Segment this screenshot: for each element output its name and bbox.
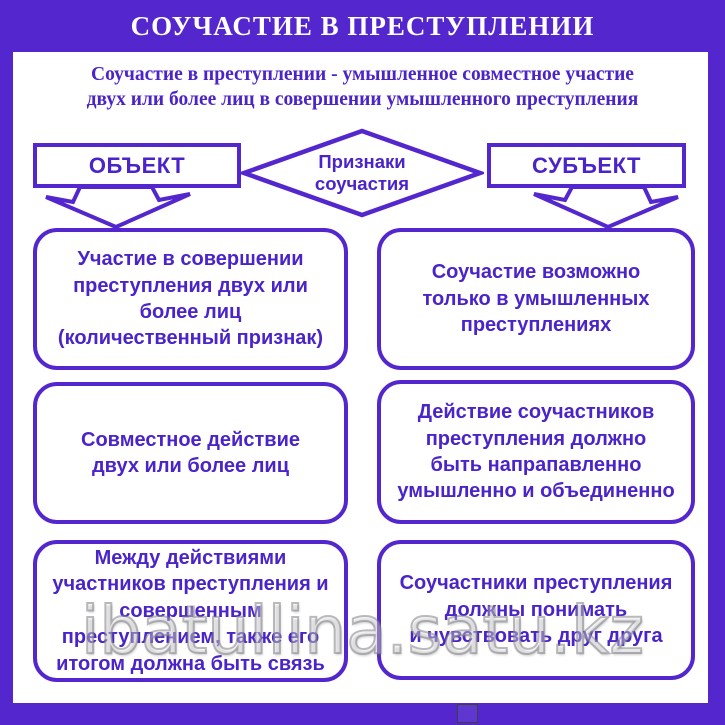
- diamond-label: Признаки соучастия: [314, 150, 410, 194]
- diamond-node: Признаки соучастия: [240, 128, 484, 218]
- subject-label: СУБЪЕКТ: [532, 152, 641, 178]
- down-arrow-icon: [45, 187, 191, 229]
- object-card-1: Участие в совершении преступления двух и…: [33, 228, 348, 370]
- subject-card-3: Соучастники преступления должны понимать…: [377, 540, 695, 680]
- object-card-2: Совместное действие двух или более лиц: [33, 382, 348, 524]
- diamond-shape-icon: [240, 128, 484, 218]
- poster-header: СОУЧАСТИЕ В ПРЕСТУПЛЕНИИ: [0, 0, 725, 52]
- object-card-3: Между действиями участников преступления…: [33, 540, 348, 682]
- poster-title: СОУЧАСТИЕ В ПРЕСТУПЛЕНИИ: [130, 10, 595, 41]
- down-arrow-icon: [533, 187, 679, 229]
- object-label: ОБЪЕКТ: [88, 152, 186, 178]
- bottom-square-marker: [457, 704, 478, 723]
- subject-card-1: Соучастие возможно только в умышленных п…: [377, 228, 695, 370]
- object-box: ОБЪЕКТ: [33, 143, 241, 188]
- subject-card-2: Действие соучастников преступления должн…: [377, 380, 695, 524]
- definition-text: Соучастие в преступлении - умышленное со…: [86, 64, 639, 111]
- subject-box: СУБЪЕКТ: [487, 143, 686, 188]
